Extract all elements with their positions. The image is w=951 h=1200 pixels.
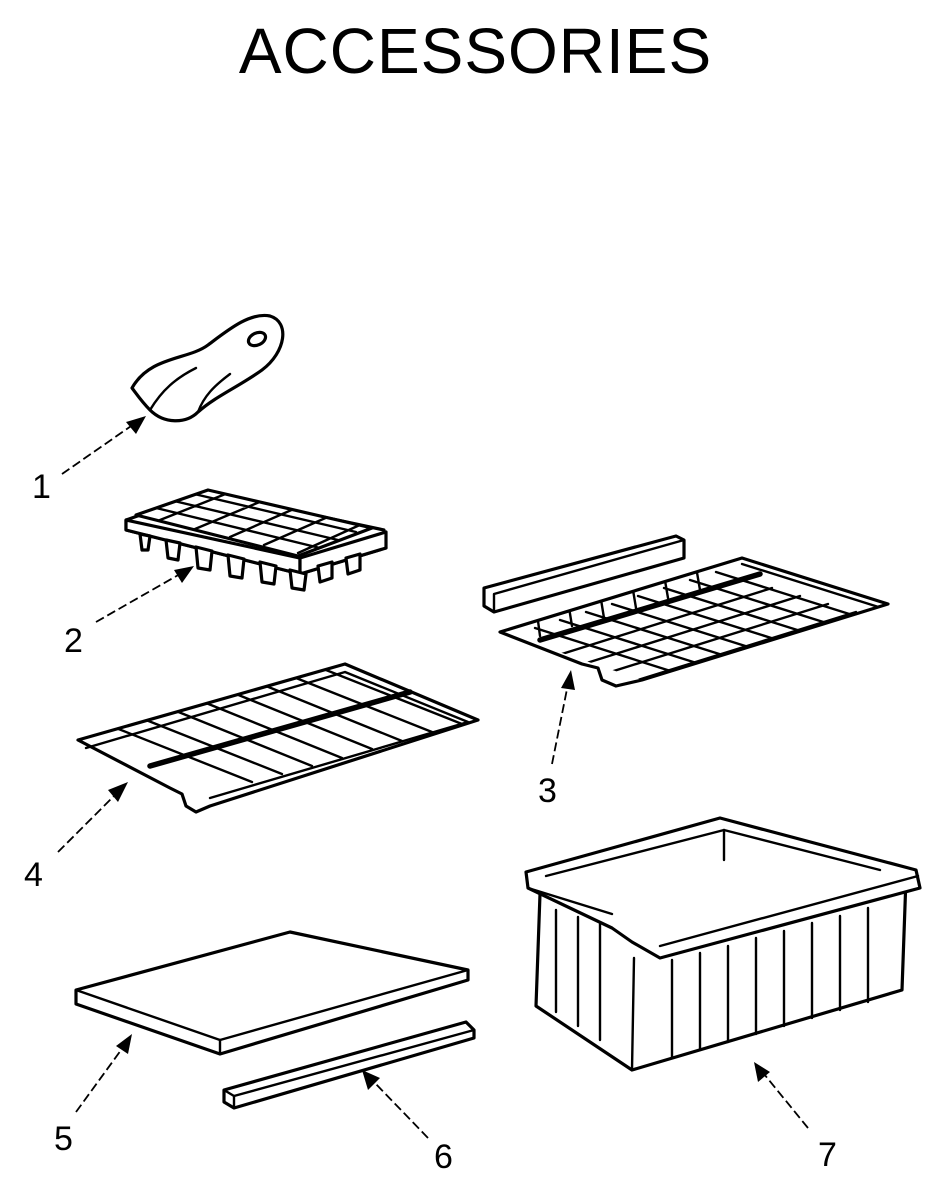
callout-7: 7 bbox=[818, 1136, 837, 1174]
ice-scoop-icon bbox=[130, 313, 285, 423]
callout-6: 6 bbox=[434, 1138, 453, 1176]
crisper-cover-icon bbox=[74, 930, 470, 1056]
trim-strip-icon bbox=[222, 1020, 476, 1110]
tray-cup-row bbox=[138, 532, 362, 592]
page-title: ACCESSORIES bbox=[238, 15, 713, 87]
leader-line-1 bbox=[61, 416, 146, 475]
ice-tray-icon bbox=[124, 488, 388, 592]
crisper-ribs bbox=[554, 906, 870, 1060]
callout-4: 4 bbox=[24, 856, 43, 894]
callout-5: 5 bbox=[54, 1120, 73, 1158]
leader-line-3 bbox=[551, 670, 575, 765]
crisper-pan-icon bbox=[524, 816, 922, 1072]
leader-line-2 bbox=[95, 566, 194, 623]
callout-1: 1 bbox=[32, 468, 51, 506]
leader-line-7 bbox=[754, 1062, 809, 1129]
callout-3: 3 bbox=[538, 772, 557, 810]
leader-line-6 bbox=[362, 1070, 429, 1139]
wire-shelf-icon bbox=[76, 662, 480, 814]
callout-2: 2 bbox=[64, 622, 83, 660]
leader-line-5 bbox=[75, 1034, 132, 1113]
wire-shelf-with-rail-icon bbox=[482, 534, 890, 688]
leader-line-4 bbox=[57, 782, 128, 853]
